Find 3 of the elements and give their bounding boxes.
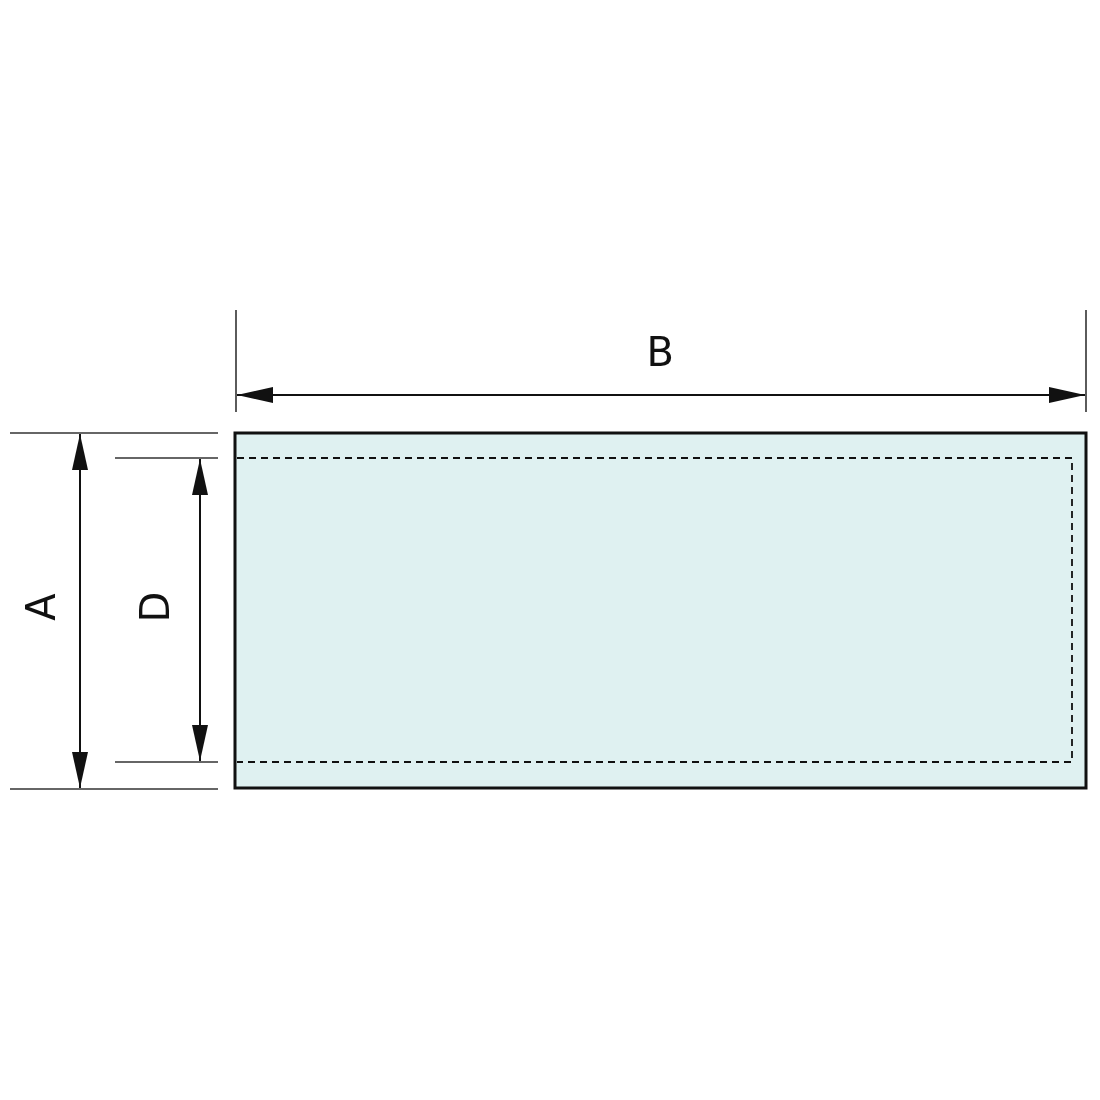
dimension-label: B [646,332,674,372]
dimension-label: D [134,591,175,623]
dimension-label: A [20,593,61,621]
